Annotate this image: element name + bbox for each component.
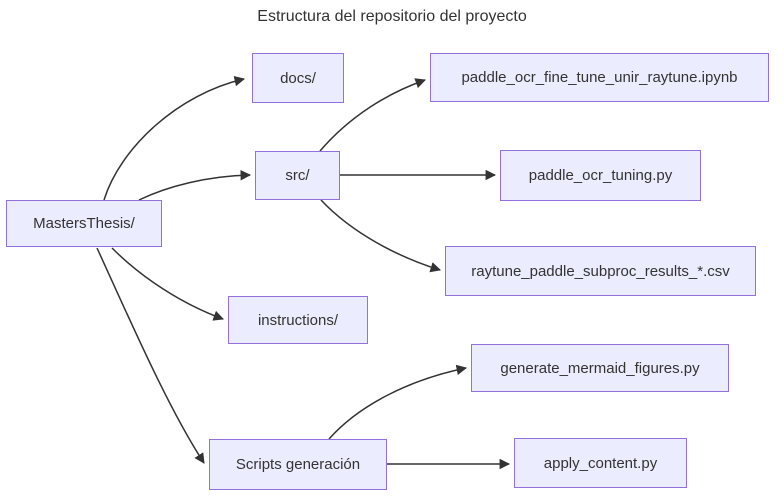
edge-scripts-to-generate [328, 364, 468, 440]
node-tuning-py: paddle_ocr_tuning.py [500, 150, 701, 201]
node-mastersthesis: MastersThesis/ [6, 200, 162, 247]
node-generate-figures-py: generate_mermaid_figures.py [471, 344, 729, 392]
node-generate-figures-py-label: generate_mermaid_figures.py [500, 359, 700, 377]
node-apply-content-py: apply_content.py [514, 438, 687, 488]
node-ipynb-label: paddle_ocr_fine_tune_unir_raytune.ipynb [461, 69, 738, 86]
edge-root-to-instructions [111, 247, 224, 321]
edge-root-to-scripts [96, 247, 205, 464]
node-results-csv: raytune_paddle_subproc_results_*.csv [445, 246, 756, 296]
node-src-label: src/ [285, 167, 310, 184]
edge-root-to-src [138, 169, 252, 201]
node-apply-content-py-label: apply_content.py [543, 454, 658, 472]
node-src: src/ [255, 151, 340, 200]
node-results-csv-label: raytune_paddle_subproc_results_*.csv [471, 262, 730, 280]
node-scripts-generacion: Scripts generación [209, 439, 387, 490]
node-scripts-generacion-label: Scripts generación [235, 456, 361, 473]
node-mastersthesis-label: MastersThesis/ [33, 215, 135, 232]
diagram-title: Estructura del repositorio del proyecto [257, 8, 527, 25]
edge-src-to-csv [320, 199, 442, 273]
node-docs: docs/ [252, 53, 344, 103]
node-docs-label: docs/ [280, 69, 316, 87]
node-tuning-py-label: paddle_ocr_tuning.py [528, 167, 673, 184]
edge-root-to-docs [103, 75, 246, 201]
edge-src-to-ipynb [319, 78, 426, 152]
node-instructions-label: instructions/ [257, 311, 339, 329]
node-instructions: instructions/ [228, 296, 368, 344]
node-ipynb: paddle_ocr_fine_tune_unir_raytune.ipynb [430, 53, 769, 102]
